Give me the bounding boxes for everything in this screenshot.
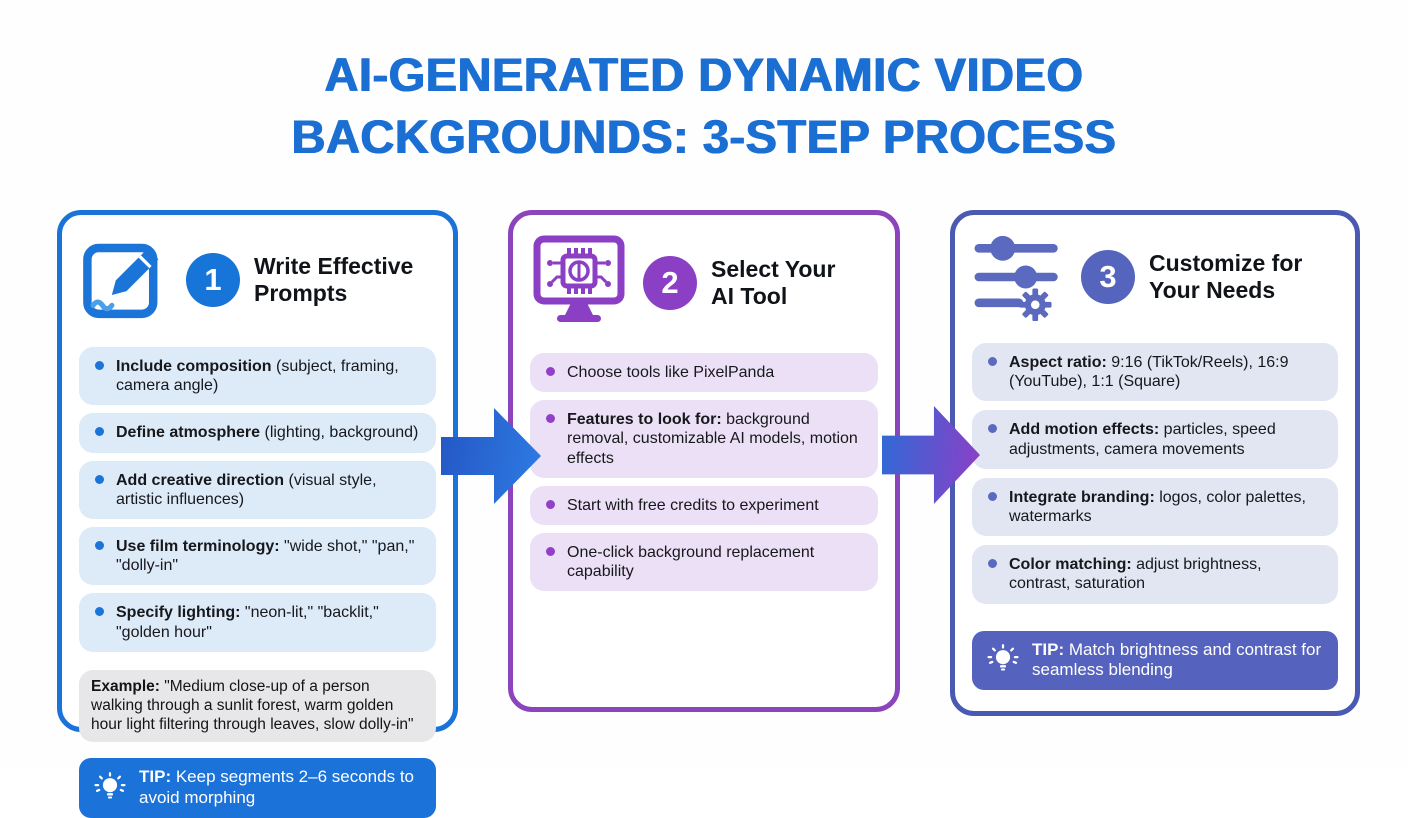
bullet-dot bbox=[988, 357, 997, 366]
lightbulb-icon bbox=[986, 643, 1020, 677]
bullet-item: Include composition (subject, framing, c… bbox=[79, 347, 436, 406]
bullet-rest: "wide shot," "pan," "dolly-in" bbox=[116, 537, 415, 575]
bullet-rest: (visual style, artistic influences) bbox=[116, 471, 377, 508]
bullet-dot bbox=[95, 540, 104, 550]
bullet-lead: Integrate branding: bbox=[1009, 488, 1155, 506]
bullet-rest: particles, speed adjustments, camera mov… bbox=[1009, 421, 1276, 458]
tip-rest: Keep segments 2–6 seconds to avoid morph… bbox=[139, 767, 414, 808]
bullet-dot bbox=[95, 607, 104, 617]
bullet-dot bbox=[988, 424, 997, 434]
page-title-line2: BACKGROUNDS: 3-STEP PROCESS bbox=[291, 110, 1117, 164]
step-3-body: Aspect ratio: 9:16 (TikTok/Reels), 16:9 … bbox=[955, 329, 1355, 690]
bullet-item: Start with free credits to experiment bbox=[530, 485, 878, 525]
tip-box: TIP: Match brightness and contrast for s… bbox=[972, 630, 1338, 690]
step-1-header: 1 Write Effective Prompts bbox=[62, 215, 453, 335]
bullet-item: One-click background replacement capabil… bbox=[530, 532, 878, 592]
bullet-item: Use film terminology: "wide shot," "pan,… bbox=[79, 526, 436, 586]
bullet-lead: Include composition bbox=[116, 358, 272, 375]
bullet-rest: Choose tools like PixelPanda bbox=[567, 364, 775, 381]
bullet-item: Features to look for: background removal… bbox=[530, 400, 878, 478]
page-title-line1: AI-GENERATED DYNAMIC VIDEO bbox=[324, 48, 1084, 101]
step-2-body: Choose tools like PixelPanda Features to… bbox=[513, 341, 895, 592]
bullet-dot bbox=[546, 367, 555, 376]
step-1-number-badge: 1 bbox=[186, 253, 240, 307]
step-3-card: 3 Customize for Your Needs Aspect ratio:… bbox=[950, 210, 1360, 716]
infographic-canvas: AI-GENERATED DYNAMIC VIDEO BACKGROUNDS: 3… bbox=[0, 44, 1408, 818]
bullet-rest: (lighting, background) bbox=[260, 424, 419, 442]
lightbulb-icon bbox=[93, 771, 127, 805]
page-title: AI-GENERATED DYNAMIC VIDEO BACKGROUNDS: 3… bbox=[0, 44, 1408, 168]
tip-rest: Match brightness and contrast for seamle… bbox=[1032, 639, 1322, 680]
step-2-title: Select Your AI Tool bbox=[711, 255, 836, 309]
bullet-item: Integrate branding: logos, color palette… bbox=[972, 477, 1338, 537]
bullet-lead: Color matching: bbox=[1009, 556, 1132, 574]
bullet-lead: Add motion effects: bbox=[1009, 421, 1160, 439]
step-1-title: Write Effective Prompts bbox=[254, 252, 414, 306]
step-3-title: Customize for Your Needs bbox=[1149, 249, 1303, 303]
bullet-dot bbox=[988, 491, 997, 501]
bullet-dot bbox=[546, 499, 555, 509]
example-rest: "Medium close-up of a person walking thr… bbox=[91, 677, 414, 733]
bullet-lead: Aspect ratio: bbox=[1009, 354, 1107, 371]
bullet-dot bbox=[546, 546, 555, 556]
tip-lead: TIP: bbox=[1032, 639, 1065, 659]
bullet-rest: adjust brightness, contrast, saturation bbox=[1009, 556, 1262, 593]
bullet-dot bbox=[95, 361, 104, 370]
bullet-item: Specify lighting: "neon-lit," "backlit,"… bbox=[79, 593, 436, 652]
ai-monitor-icon bbox=[529, 233, 629, 333]
bullet-rest: One-click background replacement capabil… bbox=[567, 543, 815, 581]
bullet-dot bbox=[546, 414, 555, 424]
step-1-body: Include composition (subject, framing, c… bbox=[62, 335, 453, 818]
step-3-number-badge: 3 bbox=[1081, 250, 1135, 304]
tip-box: TIP: Keep segments 2–6 seconds to avoid … bbox=[79, 758, 436, 818]
bullet-rest: "neon-lit," "backlit," "golden hour" bbox=[116, 604, 379, 641]
step-2-card: 2 Select Your AI Tool Choose tools like … bbox=[508, 210, 900, 712]
bullet-lead: Define atmosphere bbox=[116, 424, 261, 442]
step-3-header: 3 Customize for Your Needs bbox=[955, 215, 1355, 329]
example-lead: Example: bbox=[91, 677, 160, 695]
bullet-rest: Start with free credits to experiment bbox=[567, 496, 819, 514]
bullet-item: Define atmosphere (lighting, background) bbox=[79, 413, 436, 453]
bullet-dot bbox=[988, 559, 997, 569]
bullet-dot bbox=[95, 427, 104, 437]
step-2-header: 2 Select Your AI Tool bbox=[513, 215, 895, 341]
bullet-item: Aspect ratio: 9:16 (TikTok/Reels), 16:9 … bbox=[972, 343, 1338, 402]
step-2-number-badge: 2 bbox=[643, 256, 697, 310]
bullet-item: Add motion effects: particles, speed adj… bbox=[972, 410, 1338, 469]
bullet-dot bbox=[95, 474, 104, 484]
bullet-item: Add creative direction (visual style, ar… bbox=[79, 460, 436, 519]
bullet-rest: (subject, framing, camera angle) bbox=[116, 358, 399, 395]
bullet-rest: 9:16 (TikTok/Reels), 16:9 (YouTube), 1:1… bbox=[1009, 354, 1289, 391]
bullet-lead: Use film terminology: bbox=[116, 537, 280, 555]
bullet-rest: background removal, customizable AI mode… bbox=[567, 411, 858, 467]
bullet-item: Color matching: adjust brightness, contr… bbox=[972, 545, 1338, 604]
example-box: Example: "Medium close-up of a person wa… bbox=[79, 669, 436, 743]
bullet-lead: Features to look for: bbox=[567, 411, 722, 429]
tip-lead: TIP: bbox=[139, 767, 172, 787]
bullet-rest: logos, color palettes, watermarks bbox=[1009, 488, 1306, 525]
bullet-lead: Add creative direction bbox=[116, 471, 285, 489]
pencil-square-icon bbox=[78, 233, 172, 327]
bullet-item: Choose tools like PixelPanda bbox=[530, 353, 878, 393]
sliders-icon bbox=[971, 233, 1067, 321]
step-1-card: 1 Write Effective Prompts Include compos… bbox=[57, 210, 458, 818]
bullet-lead: Specify lighting: bbox=[116, 604, 241, 622]
